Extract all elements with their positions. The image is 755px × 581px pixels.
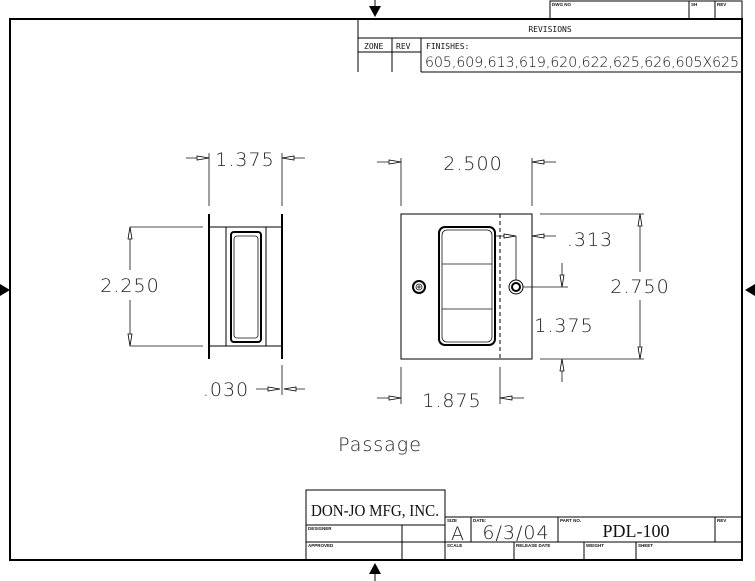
hole-height-dimension: 1.375 xyxy=(534,315,593,337)
rev-label: REV xyxy=(396,42,411,51)
side-flange-dimension: .030 xyxy=(203,379,249,401)
rev-bottom-label: REV xyxy=(717,518,726,523)
dwg-no-label: DWG NO xyxy=(552,2,571,7)
part-no-value: PDL-100 xyxy=(603,521,670,541)
hole-icon xyxy=(508,279,524,295)
company-name: DON-JO MFG, INC. xyxy=(311,501,439,520)
title-block: DON-JO MFG, INC. DESIGNER APPROVED SIZE … xyxy=(305,489,742,561)
date-value: 6/3/04 xyxy=(482,522,549,544)
screw-icon xyxy=(412,280,426,294)
size-label: SIZE xyxy=(447,518,457,523)
front-width-dimension: 2.500 xyxy=(443,153,502,175)
top-center-arrow-icon xyxy=(369,6,381,17)
front-height-dimension: 2.750 xyxy=(610,276,669,298)
side-width-dimension: 1.375 xyxy=(215,149,274,171)
revisions-title: REVISIONS xyxy=(528,25,572,34)
revisions-block: REVISIONS ZONE REV FINISHES: 605,609,613… xyxy=(357,19,742,73)
side-view: 1.375 2.250 .030 xyxy=(100,149,305,401)
size-value: A xyxy=(451,523,465,545)
approved-label: APPROVED xyxy=(308,543,334,548)
left-center-arrow-icon xyxy=(0,284,10,296)
bottom-center-arrow-icon xyxy=(369,563,381,574)
dwg-number-block: DWG NO SH REV xyxy=(549,0,743,20)
split-dimension: 1.875 xyxy=(422,390,481,412)
part-no-label: PART NO. xyxy=(560,518,581,523)
drawing-caption: Passage xyxy=(338,434,422,456)
right-center-arrow-icon xyxy=(745,284,755,296)
release-date-label: RELEASE DATE xyxy=(516,543,550,548)
front-view: 2.500 2.750 .313 1.375 1.875 xyxy=(377,153,669,412)
zone-label: ZONE xyxy=(364,42,383,51)
date-label: DATE: xyxy=(473,518,487,523)
rev-top-label: REV xyxy=(717,2,726,7)
side-height-dimension: 2.250 xyxy=(100,275,159,297)
designer-label: DESIGNER xyxy=(308,526,332,531)
sh-label: SH xyxy=(691,2,697,7)
weight-label: WEIGHT xyxy=(586,543,604,548)
sheet-label: SHEET xyxy=(638,543,653,548)
finishes-label: FINISHES: xyxy=(426,42,469,51)
scale-label: SCALE xyxy=(447,543,462,548)
offset-dimension: .313 xyxy=(567,229,613,251)
finishes-value: 605,609,613,619,620,622,625,626,605X625 xyxy=(425,55,739,71)
